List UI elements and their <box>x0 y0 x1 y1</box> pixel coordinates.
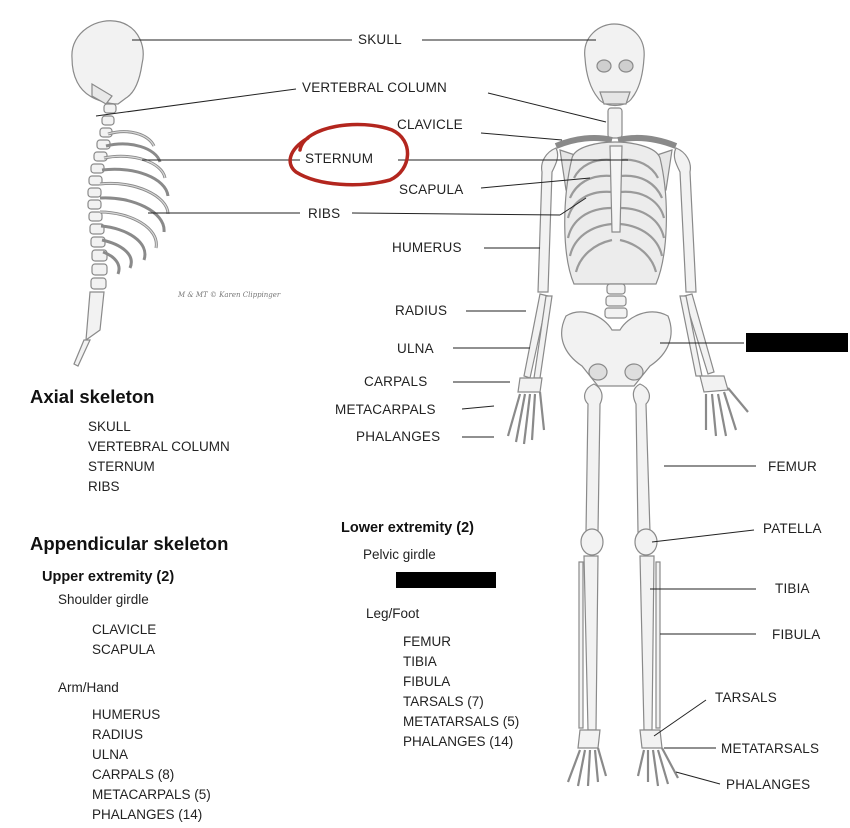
label-radius: RADIUS <box>395 303 448 318</box>
side-spine <box>73 103 117 367</box>
list-item: SCAPULA <box>92 642 156 657</box>
label-tarsals: TARSALS <box>715 690 777 705</box>
list-item: METACARPALS (5) <box>92 787 211 802</box>
list-item: FEMUR <box>403 634 451 649</box>
list-item: VERTEBRAL COLUMN <box>88 439 230 454</box>
redacted-label-pelvis <box>746 333 848 352</box>
list-item: ULNA <box>92 747 129 762</box>
list-item: CLAVICLE <box>92 622 157 637</box>
label-metatarsals: METATARSALS <box>721 741 820 756</box>
list-item: TARSALS (7) <box>403 694 484 709</box>
shoulder-girdle-label: Shoulder girdle <box>58 592 149 607</box>
list-item: CARPALS (8) <box>92 767 175 782</box>
list-item: HUMERUS <box>92 707 161 722</box>
label-femur: FEMUR <box>768 459 817 474</box>
label-sternum: STERNUM <box>305 151 374 166</box>
side-skeleton <box>71 20 170 367</box>
label-carpals: CARPALS <box>364 374 428 389</box>
side-ribs <box>99 130 170 275</box>
arm-list: HUMERUS RADIUS ULNA CARPALS (8) METACARP… <box>92 705 211 825</box>
leader-lines <box>95 39 756 785</box>
label-tibia: TIBIA <box>775 581 810 596</box>
list-item: RIBS <box>88 479 120 494</box>
leg-foot-label: Leg/Foot <box>366 606 420 621</box>
axial-list: SKULL VERTEBRAL COLUMN STERNUM RIBS <box>88 417 230 497</box>
pelvic-girdle-label: Pelvic girdle <box>363 547 436 562</box>
label-clavicle: CLAVICLE <box>397 117 463 132</box>
label-skull: SKULL <box>358 32 402 47</box>
label-humerus: HUMERUS <box>392 240 462 255</box>
shoulder-list: CLAVICLE SCAPULA <box>92 620 156 660</box>
label-fibula: FIBULA <box>772 627 821 642</box>
list-item: METATARSALS (5) <box>403 714 520 729</box>
leg-list: FEMUR TIBIA FIBULA TARSALS (7) METATARSA… <box>403 632 519 752</box>
list-item: FIBULA <box>403 674 451 689</box>
sternum-annotation-circle <box>288 122 410 187</box>
label-phalanges-foot: PHALANGES <box>726 777 811 792</box>
upper-extremity-title: Upper extremity (2) <box>42 569 175 585</box>
list-item: PHALANGES (14) <box>403 734 514 749</box>
list-item: SKULL <box>88 419 131 434</box>
front-skeleton <box>506 23 749 787</box>
appendicular-heading: Appendicular skeleton <box>30 533 229 554</box>
label-metacarpals: METACARPALS <box>335 402 436 417</box>
label-patella: PATELLA <box>763 521 822 536</box>
list-item: RADIUS <box>92 727 144 742</box>
lower-extremity-title: Lower extremity (2) <box>341 520 474 536</box>
list-item: STERNUM <box>88 459 155 474</box>
arm-hand-label: Arm/Hand <box>58 680 119 695</box>
label-ulna: ULNA <box>397 341 434 356</box>
axial-heading: Axial skeleton <box>30 386 155 407</box>
label-phalanges-hand: PHALANGES <box>356 429 441 444</box>
list-item: TIBIA <box>403 654 437 669</box>
label-scapula: SCAPULA <box>399 182 464 197</box>
list-item: PHALANGES (14) <box>92 807 203 822</box>
label-vertebral-column: VERTEBRAL COLUMN <box>302 80 447 95</box>
illustration-credit: M & MT © Karen Clippinger <box>178 291 281 299</box>
label-ribs: RIBS <box>308 206 341 221</box>
redacted-pelvic-item <box>396 572 496 588</box>
